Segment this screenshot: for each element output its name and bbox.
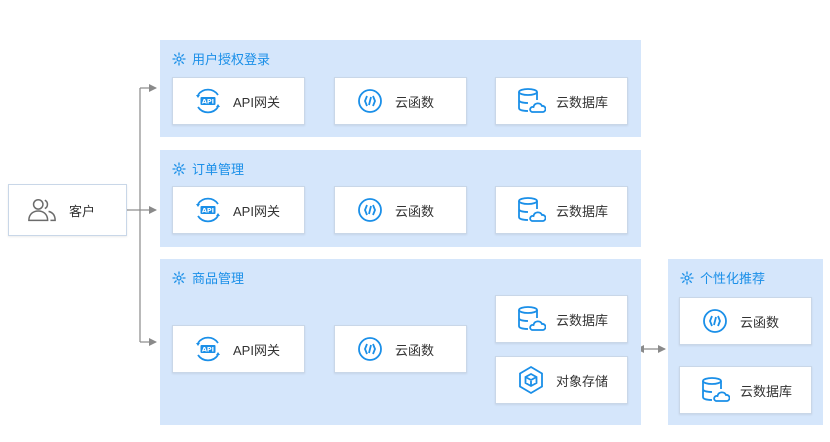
users-icon xyxy=(27,195,57,225)
api-gateway-icon: API xyxy=(193,334,223,364)
node-api-gateway[interactable]: API API网关 xyxy=(172,186,305,234)
node-cloud-function[interactable]: 云函数 xyxy=(334,186,467,234)
group-title: 用户授权登录 xyxy=(172,49,270,68)
cloud-database-icon xyxy=(700,375,730,405)
node-api-gateway[interactable]: API API网关 xyxy=(172,325,305,373)
node-label: API网关 xyxy=(233,342,280,358)
node-label: 云数据库 xyxy=(740,383,793,399)
node-label: API网关 xyxy=(233,94,280,110)
group-title-text: 商品管理 xyxy=(192,271,245,286)
cluster-icon xyxy=(680,271,694,284)
svg-text:API: API xyxy=(202,98,214,106)
cloud-database-icon xyxy=(516,195,546,225)
node-label: 云数据库 xyxy=(556,203,609,219)
node-label: 对象存储 xyxy=(556,373,609,389)
cloud-database-icon xyxy=(516,86,546,116)
node-cloud-database[interactable]: 云数据库 xyxy=(495,295,628,343)
node-label: 云数据库 xyxy=(556,94,609,110)
node-label: 云函数 xyxy=(395,203,435,219)
node-label: 云函数 xyxy=(740,314,780,330)
node-label: API网关 xyxy=(233,203,280,219)
node-object-storage[interactable]: 对象存储 xyxy=(495,356,628,404)
group-title-text: 用户授权登录 xyxy=(192,52,271,67)
node-cloud-database[interactable]: 云数据库 xyxy=(495,186,628,234)
cloud-database-icon xyxy=(516,304,546,334)
node-cloud-function[interactable]: 云函数 xyxy=(334,325,467,373)
group-title: 个性化推荐 xyxy=(680,268,765,287)
object-storage-icon xyxy=(516,365,546,395)
node-cloud-function[interactable]: 云函数 xyxy=(679,297,812,345)
node-cloud-database[interactable]: 云数据库 xyxy=(495,77,628,125)
api-gateway-icon: API xyxy=(193,195,223,225)
node-label: 云数据库 xyxy=(556,312,609,328)
client-node[interactable]: 客户 xyxy=(8,184,127,236)
node-cloud-database[interactable]: 云数据库 xyxy=(679,366,812,414)
group-title: 商品管理 xyxy=(172,268,244,287)
node-api-gateway[interactable]: API API网关 xyxy=(172,77,305,125)
group-title-text: 个性化推荐 xyxy=(700,271,766,286)
node-cloud-function[interactable]: 云函数 xyxy=(334,77,467,125)
cluster-icon xyxy=(172,52,186,65)
cloud-function-icon xyxy=(355,334,385,364)
cloud-function-icon xyxy=(355,86,385,116)
cluster-icon xyxy=(172,271,186,284)
cluster-icon xyxy=(172,162,186,175)
svg-text:API: API xyxy=(202,346,214,354)
group-title-text: 订单管理 xyxy=(192,162,245,177)
cloud-function-icon xyxy=(700,306,730,336)
node-label: 云函数 xyxy=(395,342,435,358)
node-label: 云函数 xyxy=(395,94,435,110)
client-label: 客户 xyxy=(69,203,96,219)
group-title: 订单管理 xyxy=(172,159,244,178)
cloud-function-icon xyxy=(355,195,385,225)
svg-text:API: API xyxy=(202,207,214,215)
api-gateway-icon: API xyxy=(193,86,223,116)
